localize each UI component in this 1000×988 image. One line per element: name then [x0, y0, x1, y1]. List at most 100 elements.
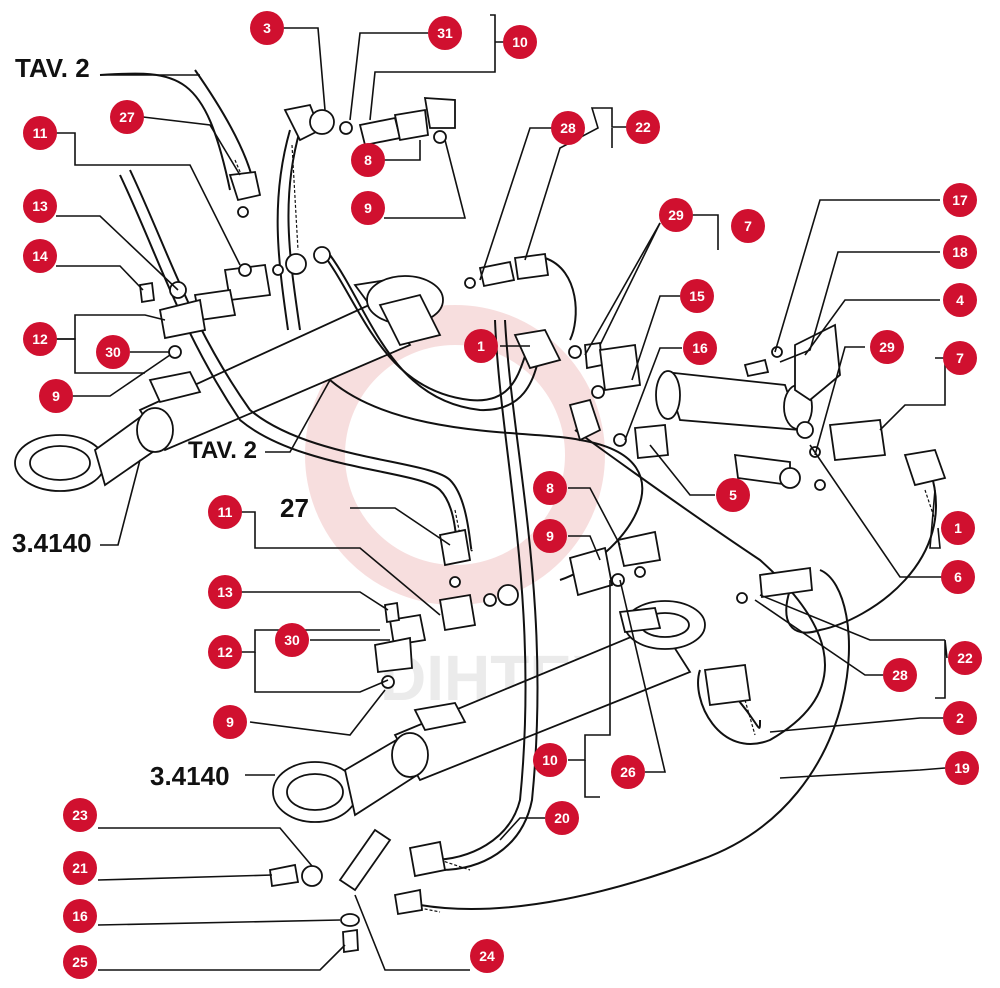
callout-27: 27	[110, 100, 144, 134]
svg-text:31: 31	[437, 25, 453, 41]
callout-10: 10	[533, 743, 567, 777]
svg-text:10: 10	[542, 752, 558, 768]
callout-3: 3	[250, 11, 284, 45]
svg-text:23: 23	[72, 807, 88, 823]
callout-7: 7	[731, 209, 765, 243]
svg-text:28: 28	[892, 667, 908, 683]
callout-13: 13	[208, 575, 242, 609]
callout-14: 14	[23, 239, 57, 273]
svg-text:30: 30	[284, 632, 300, 648]
svg-text:12: 12	[217, 644, 233, 660]
callout-10: 10	[503, 25, 537, 59]
svg-text:24: 24	[479, 948, 495, 964]
callout-6: 6	[941, 560, 975, 594]
svg-text:27: 27	[119, 109, 135, 125]
callout-9: 9	[533, 519, 567, 553]
svg-text:28: 28	[560, 120, 576, 136]
svg-text:9: 9	[364, 200, 372, 216]
svg-text:18: 18	[952, 244, 968, 260]
svg-text:21: 21	[72, 860, 88, 876]
svg-text:17: 17	[952, 192, 968, 208]
callout-23: 23	[63, 798, 97, 832]
svg-text:29: 29	[668, 207, 684, 223]
svg-text:14: 14	[32, 248, 48, 264]
lower-cylinder	[272, 600, 706, 823]
svg-text:26: 26	[620, 764, 636, 780]
svg-text:15: 15	[689, 288, 705, 304]
svg-text:7: 7	[744, 218, 752, 234]
svg-text:3: 3	[263, 20, 271, 36]
callout-9: 9	[351, 191, 385, 225]
callout-7: 7	[943, 341, 977, 375]
callout-18: 18	[943, 235, 977, 269]
svg-text:5: 5	[729, 487, 737, 503]
callout-11: 11	[23, 116, 57, 150]
svg-text:25: 25	[72, 954, 88, 970]
callout-5: 5	[716, 478, 750, 512]
svg-text:7: 7	[956, 350, 964, 366]
cylinder-code-label-top: 3.4140	[12, 528, 92, 558]
svg-text:8: 8	[546, 480, 554, 496]
cylinder-code-label-bottom: 3.4140	[150, 761, 230, 791]
upper-cylinder	[14, 275, 444, 492]
svg-text:9: 9	[226, 714, 234, 730]
svg-text:20: 20	[554, 810, 570, 826]
fittings	[139, 97, 947, 954]
svg-text:29: 29	[879, 339, 895, 355]
callout-16: 16	[63, 899, 97, 933]
callout-1: 1	[941, 511, 975, 545]
callout-15: 15	[680, 279, 714, 313]
callout-8: 8	[351, 143, 385, 177]
svg-text:11: 11	[218, 504, 233, 520]
callout-13: 13	[23, 189, 57, 223]
svg-text:22: 22	[635, 119, 651, 135]
callout-22: 22	[626, 110, 660, 144]
svg-text:4: 4	[956, 292, 964, 308]
svg-text:2: 2	[956, 710, 964, 726]
callout-19: 19	[945, 751, 979, 785]
part-number-27-label: 27	[280, 493, 309, 523]
svg-text:10: 10	[512, 34, 528, 50]
callout-20: 20	[545, 801, 579, 835]
tav-2-label-mid: TAV. 2	[188, 437, 257, 464]
svg-text:16: 16	[72, 908, 88, 924]
svg-text:8: 8	[364, 152, 372, 168]
callout-11: 11	[208, 495, 242, 529]
callout-25: 25	[63, 945, 97, 979]
svg-text:12: 12	[32, 331, 48, 347]
callout-2: 2	[943, 701, 977, 735]
watermark: DIHTEX	[305, 305, 615, 714]
callout-29: 29	[659, 198, 693, 232]
callout-30: 30	[275, 623, 309, 657]
svg-text:1: 1	[477, 338, 485, 354]
callout-12: 12	[23, 322, 57, 356]
svg-text:9: 9	[546, 528, 554, 544]
svg-text:19: 19	[954, 760, 970, 776]
callout-26: 26	[611, 755, 645, 789]
callout-28: 28	[883, 658, 917, 692]
tav-2-label-top: TAV. 2	[15, 53, 90, 83]
leader-lines	[56, 14, 948, 971]
callout-22: 22	[948, 641, 982, 675]
svg-text:13: 13	[217, 584, 233, 600]
svg-text:13: 13	[32, 198, 48, 214]
callout-21: 21	[63, 851, 97, 885]
svg-text:1: 1	[954, 520, 962, 536]
svg-text:6: 6	[954, 569, 962, 585]
callout-1: 1	[464, 329, 498, 363]
callout-31: 31	[428, 16, 462, 50]
callout-9: 9	[39, 379, 73, 413]
callout-12: 12	[208, 635, 242, 669]
svg-text:16: 16	[692, 340, 708, 356]
callout-4: 4	[943, 283, 977, 317]
callout-28: 28	[551, 111, 585, 145]
svg-text:11: 11	[33, 125, 48, 141]
callout-9: 9	[213, 705, 247, 739]
callout-30: 30	[96, 335, 130, 369]
callout-8: 8	[533, 471, 567, 505]
callout-29: 29	[870, 330, 904, 364]
callout-16: 16	[683, 331, 717, 365]
text-labels: TAV. 2 TAV. 2 3.4140 3.4140 27	[12, 53, 309, 791]
svg-text:9: 9	[52, 388, 60, 404]
